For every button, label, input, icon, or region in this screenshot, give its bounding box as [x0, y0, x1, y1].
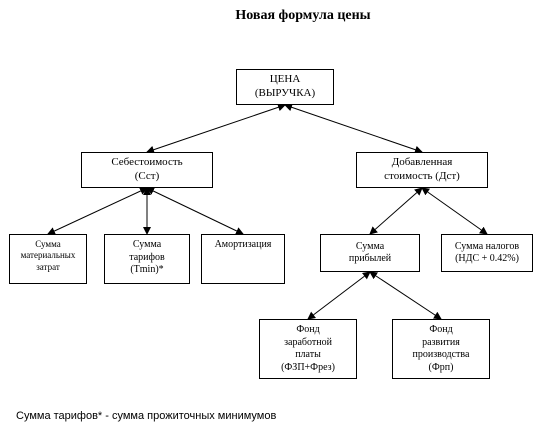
cost-price-node: Себестоимость(Сст) — [81, 152, 213, 188]
node-text-line: ЦЕНА — [269, 73, 301, 86]
node-text-line: прибылей — [348, 253, 392, 264]
node-text-line: Фонд — [296, 324, 320, 335]
node-text-line: Фонд — [429, 324, 453, 335]
node-text-line: Себестоимость — [111, 156, 183, 169]
node-text-line: стоимость (Дст) — [384, 170, 460, 182]
bidirectional-arrow-value_added-taxes — [421, 187, 488, 235]
node-text-line: производства — [412, 349, 470, 360]
node-text-line: (ФЗП+Фрез) — [281, 361, 335, 373]
bidirectional-arrow-price-value_added — [284, 103, 423, 154]
node-text-line: Добавленная — [391, 156, 453, 169]
node-text-line: Сумма — [132, 239, 162, 250]
node-text-line: платы — [295, 349, 321, 360]
node-text-line: (Сст) — [134, 170, 160, 182]
taxes-sum-node: Сумма налогов(НДС + 0.42%) — [441, 234, 533, 272]
node-text-line: (ВЫРУЧКА) — [254, 87, 316, 99]
node-text-line: затрат — [36, 261, 60, 272]
price-node: ЦЕНА(ВЫРУЧКА) — [236, 69, 334, 105]
node-text-line: Сумма — [35, 239, 61, 249]
bidirectional-arrow-profit-dev_fund — [369, 271, 442, 320]
node-text-line: материальных — [20, 250, 76, 261]
node-text-line: развития — [422, 336, 460, 348]
footnote: Сумма тарифов* - сумма прожиточных миним… — [16, 410, 277, 422]
bidirectional-arrow-cost-amortization — [146, 187, 244, 235]
node-text-line: Сумма налогов — [454, 240, 520, 252]
amortization-node: Амортизация — [201, 234, 285, 284]
bidirectional-arrow-value_added-profit — [369, 187, 423, 235]
node-text-line: Амортизация — [214, 239, 272, 250]
diagram-title: Новая формула цены — [235, 8, 371, 23]
node-text-line: (Фрп) — [428, 361, 454, 373]
node-text-line: заработной — [284, 336, 332, 348]
node-text-line: (НДС + 0.42%) — [455, 253, 519, 264]
bidirectional-arrow-profit-wage_fund — [307, 271, 371, 320]
bidirectional-arrow-price-cost — [146, 103, 286, 154]
node-text-line: тарифов — [129, 251, 165, 263]
node-text-line: Сумма — [355, 240, 385, 252]
bidirectional-arrow-cost-material — [47, 187, 148, 235]
node-text-line: (Tmin)* — [130, 264, 164, 275]
